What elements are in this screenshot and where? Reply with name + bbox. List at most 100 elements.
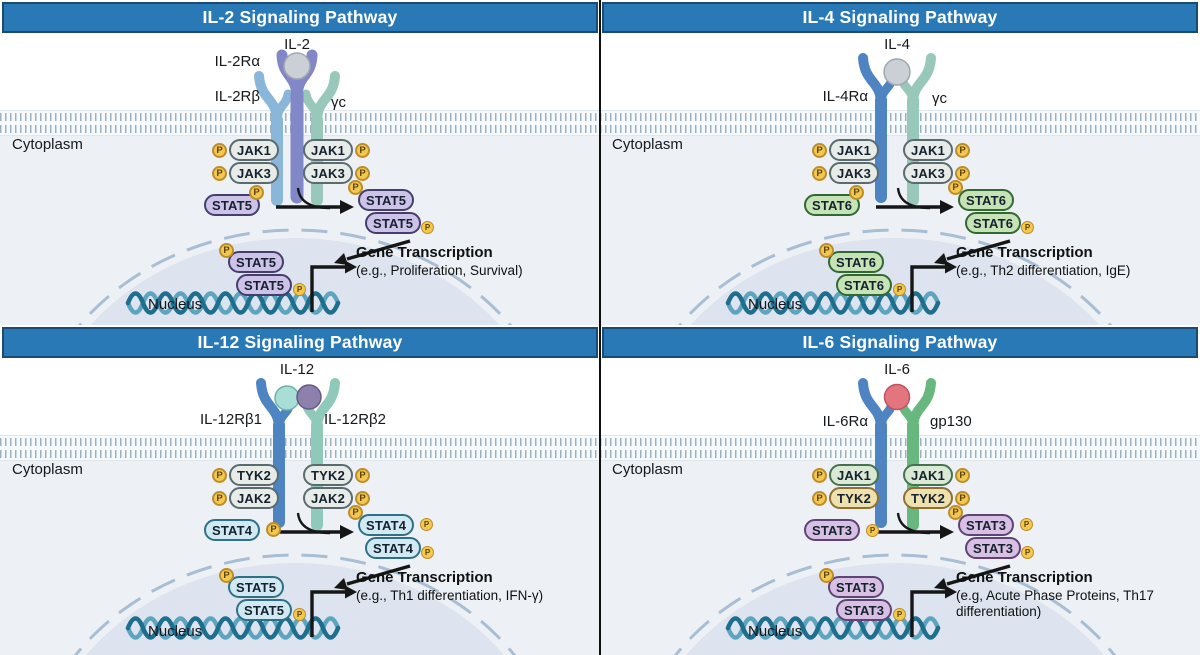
kinase-right-row2: JAK3 P [303, 162, 371, 184]
phospho-badge: P [212, 467, 227, 483]
kinase-left-row1: P TYK2 [212, 464, 280, 486]
phospho-badge: P [955, 490, 971, 506]
nuclear-stat-top-pill: STAT5 [228, 576, 285, 598]
gene-transcription-title: Gene Transcription [356, 244, 493, 261]
cell-membrane [600, 110, 1200, 136]
phospho-badge: P [421, 221, 434, 234]
ligand-ball-icon [296, 384, 322, 410]
receptor-label-right: γc [932, 90, 947, 107]
gene-transcription-examples: (e.g., Proliferation, Survival) [356, 263, 523, 278]
phospho-badge: P [212, 165, 227, 181]
phospho-badge: P [948, 505, 963, 520]
panel-il12-pathway: IL-12 Signaling Pathway IL-12 IL-12Rβ1 I… [0, 325, 600, 655]
kinase-pill: JAK1 [829, 139, 880, 161]
gene-transcription-block: Gene Transcription (e.g, Acute Phase Pro… [956, 569, 1198, 621]
kinase-right-row1: JAK1 P [303, 139, 371, 161]
phospho-badge: P [893, 283, 906, 296]
kinase-right-row2: TYK2 P [903, 487, 971, 509]
phospho-badge: P [355, 142, 371, 158]
stat-dimer-top-pill: STAT6 [958, 189, 1015, 211]
kinase-pill: JAK2 [303, 487, 354, 509]
stat-monomer-pill: STAT6 [804, 194, 861, 216]
receptor-label-beta: IL-2Rβ [214, 88, 260, 105]
nucleus-label: Nucleus [148, 296, 203, 313]
kinase-pill: TYK2 [829, 487, 880, 509]
gene-transcription-examples: (e.g., Th1 differentiation, IFN-γ) [356, 588, 544, 603]
kinase-left-row1: P JAK1 [212, 139, 280, 161]
kinase-left-row1: P JAK1 [812, 464, 880, 486]
ligand-ball-icon [883, 58, 911, 86]
kinase-left-row2: P JAK3 [212, 162, 280, 184]
phospho-badge: P [355, 467, 371, 483]
kinase-left-row2: P TYK2 [812, 487, 880, 509]
cell-membrane [600, 435, 1200, 461]
dna-helix-icon [725, 291, 941, 315]
panel-il2-pathway: IL-2 Signaling Pathway IL-2 IL-2Rα IL-2R… [0, 0, 600, 325]
stat-dimer-bottom-pill: STAT5 [365, 212, 422, 234]
receptor-label-left: IL-12Rβ1 [200, 411, 262, 428]
phospho-badge: P [948, 180, 963, 195]
stat-monomer-pill: STAT4 [204, 519, 261, 541]
ligand-ball-icon [283, 52, 311, 80]
nuclear-stat-top-pill: STAT5 [228, 251, 285, 273]
stat-dimer-bottom-pill: STAT4 [365, 537, 422, 559]
ligand-label: IL-6 [884, 361, 910, 378]
kinase-pill: JAK1 [303, 139, 354, 161]
nucleus-label: Nucleus [748, 296, 803, 313]
phospho-badge: P [249, 185, 264, 200]
nuclear-stat-top-pill: STAT3 [828, 576, 885, 598]
nucleus-label: Nucleus [148, 623, 203, 640]
phospho-badge: P [819, 568, 834, 583]
phospho-badge: P [212, 142, 227, 158]
kinase-right-row2: JAK3 P [903, 162, 971, 184]
kinase-pill: JAK3 [903, 162, 954, 184]
phospho-badge: P [812, 490, 827, 506]
phospho-badge: P [1021, 546, 1034, 559]
gene-transcription-examples: (e.g, Acute Phase Proteins, Th17 differe… [956, 588, 1154, 620]
nuclear-stat-bottom-pill: STAT3 [836, 599, 893, 621]
gene-transcription-block: Gene Transcription (e.g., Th1 differenti… [356, 569, 598, 604]
receptor-label-gamma: γc [331, 94, 346, 111]
kinase-pill: TYK2 [903, 487, 954, 509]
ligand-ball-icon [274, 385, 300, 411]
cytoplasm-label: Cytoplasm [12, 461, 83, 478]
phospho-badge: P [893, 608, 906, 621]
nuclear-stat-bottom-pill: STAT5 [236, 274, 293, 296]
phospho-badge: P [812, 142, 827, 158]
ligand-label: IL-2 [284, 36, 310, 53]
stat-monomer-pill: STAT5 [204, 194, 261, 216]
gene-transcription-title: Gene Transcription [956, 244, 1093, 261]
dna-helix-icon [125, 616, 341, 640]
kinase-pill: JAK1 [903, 464, 954, 486]
phospho-badge: P [1020, 518, 1033, 531]
phospho-badge: P [420, 518, 433, 531]
phospho-badge: P [266, 522, 281, 537]
stat-dimer-bottom-pill: STAT6 [965, 212, 1022, 234]
phospho-badge: P [955, 467, 971, 483]
receptor-label-right: IL-12Rβ2 [324, 411, 386, 428]
kinase-pill: TYK2 [303, 464, 354, 486]
phospho-badge: P [355, 490, 371, 506]
dna-helix-icon [125, 291, 341, 315]
kinase-pill: TYK2 [229, 464, 280, 486]
panel-title: IL-6 Signaling Pathway [602, 327, 1198, 358]
gene-transcription-block: Gene Transcription (e.g., Th2 differenti… [956, 244, 1198, 279]
phospho-badge: P [348, 180, 363, 195]
gene-transcription-title: Gene Transcription [956, 569, 1093, 586]
nuclear-stat-bottom-pill: STAT6 [836, 274, 893, 296]
receptor-label-left: IL-4Rα [822, 88, 868, 105]
stat-dimer-top-pill: STAT5 [358, 189, 415, 211]
phospho-badge: P [812, 467, 827, 483]
receptor-label-right: gp130 [930, 413, 972, 430]
phospho-badge: P [219, 243, 234, 258]
stat-dimer-top-pill: STAT4 [358, 514, 415, 536]
cytoplasm-label: Cytoplasm [612, 136, 683, 153]
kinase-pill: JAK2 [229, 487, 280, 509]
receptor-label-alpha: IL-2Rα [214, 53, 260, 70]
panel-divider [599, 0, 601, 655]
phospho-badge: P [819, 243, 834, 258]
panel-title: IL-12 Signaling Pathway [2, 327, 598, 358]
kinase-pill: JAK3 [303, 162, 354, 184]
kinase-pill: JAK1 [829, 464, 880, 486]
